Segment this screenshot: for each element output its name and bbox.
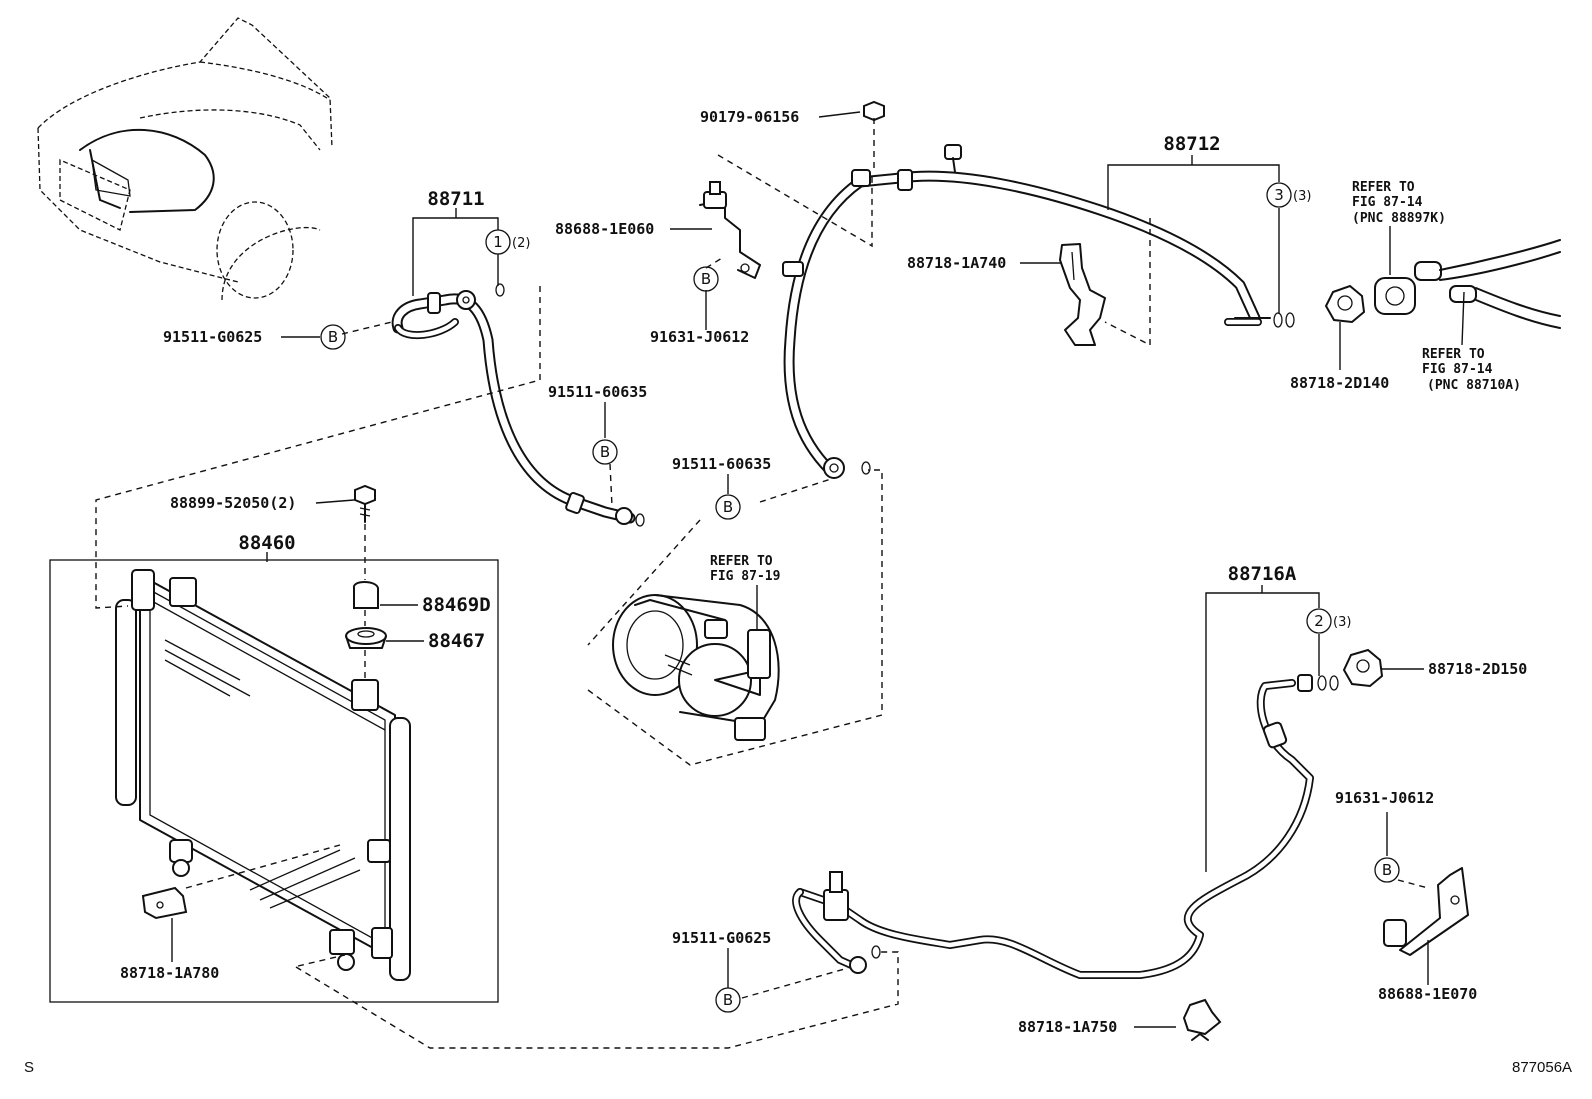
- quantity-2: (3): [1333, 615, 1351, 630]
- svg-text:(PNC 88897K): (PNC 88897K): [1352, 211, 1446, 226]
- fitting-88897k: [1374, 239, 1561, 315]
- label-91511-60635-a[interactable]: 91511-60635: [548, 383, 647, 401]
- label-91511-g0625-top[interactable]: 91511-G0625: [163, 328, 262, 346]
- label-91511-g0625-bottom[interactable]: 91511-G0625: [672, 929, 771, 947]
- svg-text:B: B: [723, 991, 733, 1009]
- marker-b-91511-60635-a: B: [592, 439, 618, 465]
- clamp-88718-1a740: [1059, 243, 1106, 346]
- marker-1: 1: [485, 229, 511, 255]
- label-88467[interactable]: 88467: [428, 630, 485, 652]
- nut-88718-2d140: [1324, 284, 1366, 324]
- svg-text:B: B: [600, 443, 610, 461]
- label-88718-1a740[interactable]: 88718-1A740: [907, 254, 1006, 272]
- liquid-pipe-88716a[interactable]: [792, 674, 1339, 979]
- svg-text:B: B: [1382, 861, 1392, 879]
- leader-lines: [171, 111, 1465, 1028]
- label-88718-1a780[interactable]: 88718-1A780: [120, 964, 219, 982]
- label-88711[interactable]: 88711: [427, 188, 484, 210]
- marker-b-91511-60635-b: B: [715, 494, 741, 520]
- label-88718-1a750[interactable]: 88718-1A750: [1018, 1018, 1117, 1036]
- label-88899-52050[interactable]: 88899-52050(2): [170, 494, 296, 512]
- svg-text:REFER TO: REFER TO: [1352, 180, 1415, 195]
- quantity-1: (2): [512, 236, 530, 251]
- reference-upper-right: REFER TO FIG 87-14 (PNC 88897K): [1352, 180, 1446, 275]
- reference-lower-right: REFER TO FIG 87-14 (PNC 88710A): [1422, 347, 1521, 393]
- figure-id: 877056A: [1512, 1059, 1572, 1076]
- svg-text:2: 2: [1314, 612, 1324, 630]
- dashed-guide-lines: [95, 118, 1429, 1049]
- svg-text:B: B: [723, 498, 733, 516]
- marker-b-91511-g0625-bottom: B: [715, 987, 741, 1013]
- svg-text:FIG 87-14: FIG 87-14: [1422, 362, 1493, 377]
- label-90179-06156[interactable]: 90179-06156: [700, 108, 799, 126]
- label-91631-j0612-top[interactable]: 91631-J0612: [650, 328, 749, 346]
- svg-text:B: B: [328, 328, 338, 346]
- svg-text:REFER TO: REFER TO: [710, 554, 773, 569]
- compressor: [612, 594, 780, 741]
- grommet-88467: [345, 627, 387, 649]
- svg-text:(PNC 88710A): (PNC 88710A): [1427, 378, 1521, 393]
- label-88688-1e060[interactable]: 88688-1E060: [555, 220, 654, 238]
- bracket-88688-1e070: [1383, 867, 1469, 956]
- svg-text:1: 1: [493, 233, 503, 251]
- vehicle-locator-illustration: [37, 17, 333, 301]
- cushion-88469d: [353, 581, 379, 609]
- svg-text:B: B: [701, 270, 711, 288]
- marker-2: 2: [1306, 608, 1332, 634]
- label-88469d[interactable]: 88469D: [422, 594, 491, 616]
- marker-b-91631-j0612-bottom: B: [1374, 857, 1400, 883]
- svg-text:3: 3: [1274, 186, 1284, 204]
- svg-text:FIG 87-14: FIG 87-14: [1352, 195, 1423, 210]
- label-88718-2d140[interactable]: 88718-2D140: [1290, 374, 1389, 392]
- label-88460[interactable]: 88460: [238, 532, 295, 554]
- condenser-fins: [164, 639, 361, 909]
- pipe-88710a: [1449, 285, 1561, 329]
- bolt-90179-06156: [863, 100, 885, 122]
- marker-b-91631-j0612-top: B: [693, 266, 719, 292]
- quantity-3: (3): [1293, 189, 1311, 204]
- label-88712[interactable]: 88712: [1163, 133, 1220, 155]
- label-88718-2d150[interactable]: 88718-2D150: [1428, 660, 1527, 678]
- bolt-88899-52050: [354, 484, 376, 523]
- bracket-88688-1e060: [699, 181, 761, 279]
- nut-88718-2d150: [1342, 648, 1384, 688]
- reference-compressor: REFER TO FIG 87-19: [710, 554, 780, 630]
- condenser-88460[interactable]: [49, 559, 499, 1003]
- label-91511-60635-b[interactable]: 91511-60635: [672, 455, 771, 473]
- part-labels: 88711 88712 88460 88716A 90179-06156 886…: [120, 108, 1527, 1036]
- suction-hose-88712[interactable]: [782, 144, 1295, 479]
- marker-b-91511-g0625-top: B: [320, 324, 346, 350]
- svg-text:FIG 87-19: FIG 87-19: [710, 569, 780, 584]
- clamp-88718-1a750: [1182, 998, 1222, 1041]
- label-88716a[interactable]: 88716A: [1228, 563, 1297, 585]
- discharge-hose-88711[interactable]: [391, 283, 645, 527]
- label-88688-1e070[interactable]: 88688-1E070: [1378, 985, 1477, 1003]
- label-91631-j0612-bottom[interactable]: 91631-J0612: [1335, 789, 1434, 807]
- svg-text:REFER TO: REFER TO: [1422, 347, 1485, 362]
- clamp-88718-1a780: [141, 886, 188, 920]
- marker-3: 3: [1266, 182, 1292, 208]
- corner-mark: S: [24, 1059, 34, 1076]
